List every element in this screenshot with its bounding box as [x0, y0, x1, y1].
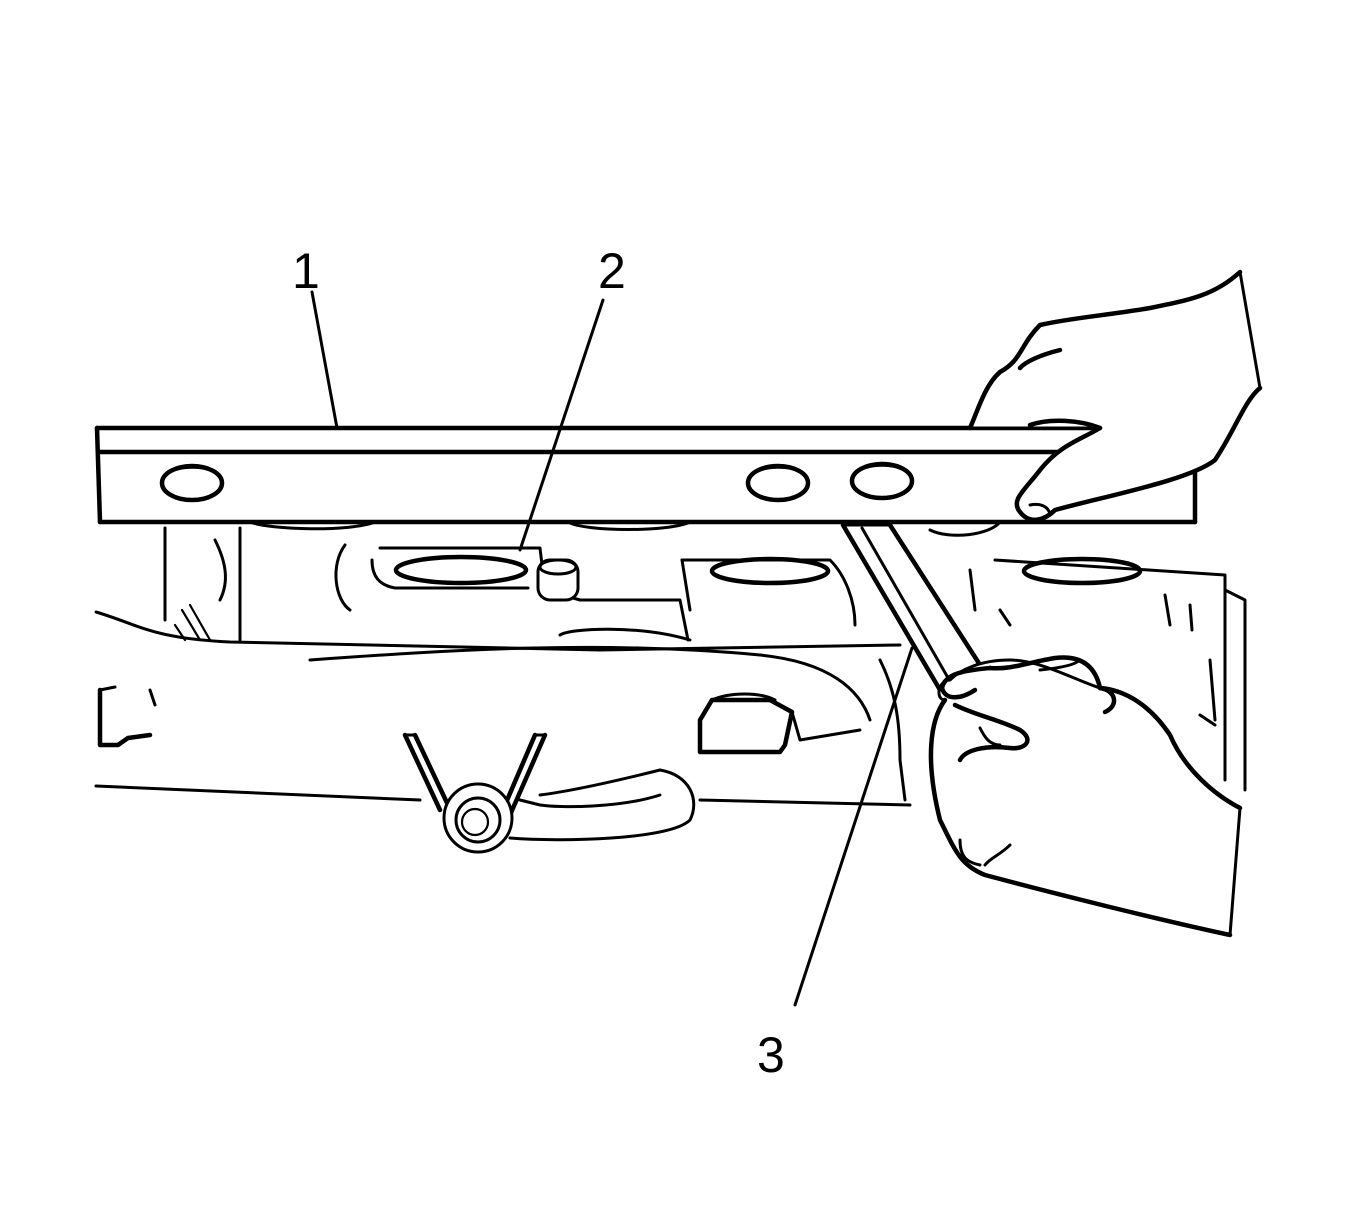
callout-2: 2	[518, 243, 626, 552]
upper-hand	[967, 269, 1263, 522]
callout-2-label: 2	[598, 243, 626, 299]
lower-hand	[928, 655, 1243, 938]
callout-3-label: 3	[757, 1027, 785, 1083]
feeler-gauge	[840, 522, 985, 698]
intake-manifold	[94, 526, 1247, 854]
callout-1: 1	[292, 243, 339, 430]
callout-3: 3	[757, 646, 914, 1083]
straight-edge	[94, 425, 1198, 537]
callout-1-label: 1	[292, 243, 320, 299]
